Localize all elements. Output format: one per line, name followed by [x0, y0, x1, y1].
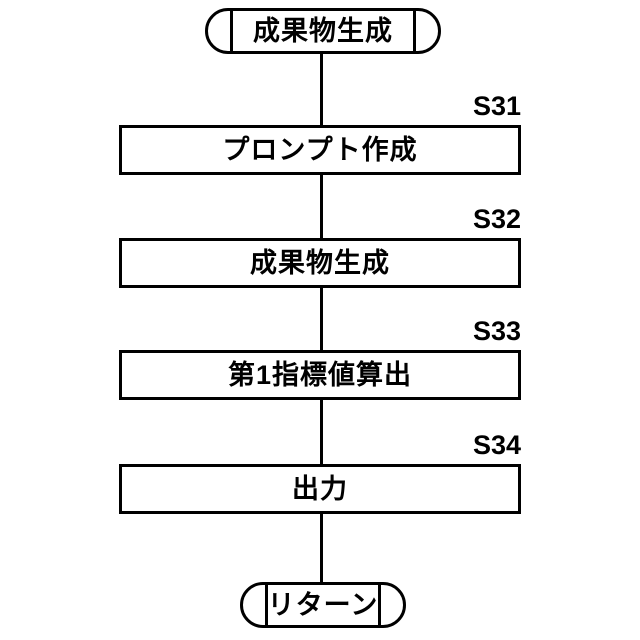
- terminator-start-label: 成果物生成: [253, 15, 393, 46]
- terminator-return-label: リターン: [267, 589, 379, 620]
- process-box-s32[interactable]: 成果物生成: [119, 238, 521, 288]
- step-label-s32: S32: [472, 204, 521, 234]
- connector-s31-to-s32: [320, 175, 323, 238]
- process-box-s31-label: プロンプト作成: [222, 134, 418, 165]
- process-box-s31[interactable]: プロンプト作成: [119, 125, 521, 175]
- terminator-return-left-divider: [265, 582, 268, 628]
- process-box-s33-label: 第1指標値算出: [227, 359, 413, 390]
- terminator-return-right-divider: [378, 582, 381, 628]
- step-label-s31: S31: [472, 91, 521, 121]
- process-box-s33[interactable]: 第1指標値算出: [119, 350, 521, 400]
- terminator-left-divider: [230, 8, 233, 54]
- step-label-s34: S34: [472, 430, 521, 460]
- terminator-right-divider: [413, 8, 416, 54]
- connector-s34-to-return: [320, 514, 323, 582]
- process-box-s34[interactable]: 出力: [119, 464, 521, 514]
- terminator-start[interactable]: 成果物生成: [205, 8, 441, 54]
- connector-s33-to-s34: [320, 400, 323, 464]
- terminator-return[interactable]: リターン: [240, 582, 406, 628]
- process-box-s32-label: 成果物生成: [250, 247, 390, 278]
- step-label-s33: S33: [472, 316, 521, 346]
- connector-s32-to-s33: [320, 288, 323, 350]
- process-box-s34-label: 出力: [292, 473, 348, 504]
- connector-start-to-s31: [320, 54, 323, 125]
